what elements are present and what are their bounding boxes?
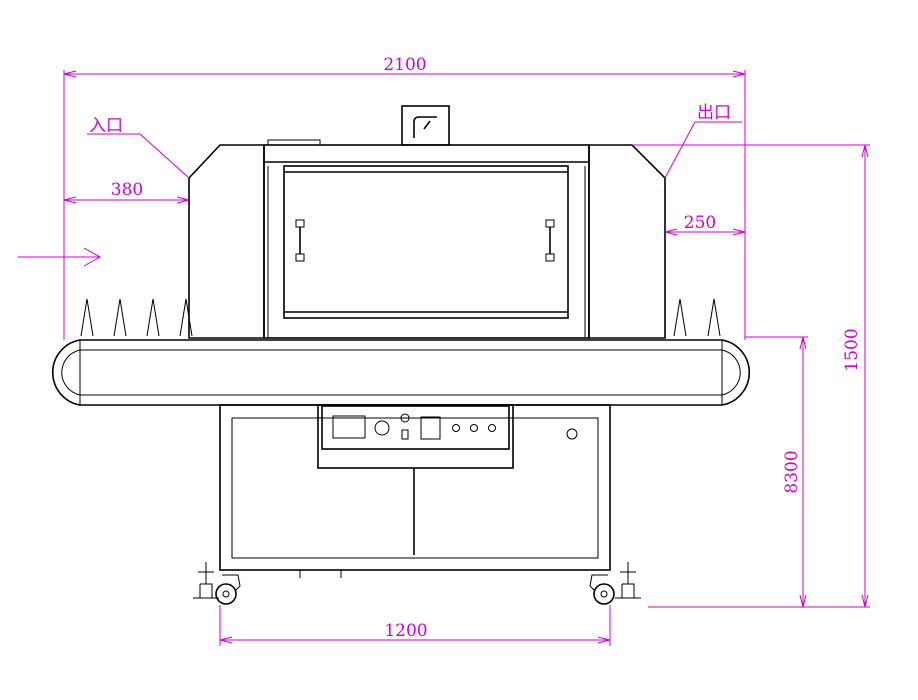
machine-outline xyxy=(51,105,751,605)
power-switch xyxy=(374,420,390,436)
caster-left xyxy=(193,562,241,605)
dim-height-conveyor xyxy=(745,336,808,608)
temperature-display xyxy=(332,415,366,439)
outlet-side-panel xyxy=(588,144,666,339)
chamber-door xyxy=(283,165,569,319)
central-chamber xyxy=(263,144,590,339)
control-knob-3 xyxy=(488,424,496,432)
emergency-button xyxy=(400,413,410,423)
inlet-label: 入口 xyxy=(89,116,123,136)
dim-outlet-offset xyxy=(664,228,746,236)
key-switch xyxy=(401,429,409,440)
overall-width-label: 2100 xyxy=(383,55,426,75)
dim-base-width xyxy=(219,605,611,646)
inlet-leader xyxy=(87,133,190,179)
top-fan-box xyxy=(401,105,450,146)
control-knob-1 xyxy=(452,424,460,432)
control-panel xyxy=(317,404,514,469)
skirt-fringe xyxy=(245,569,585,578)
guide-spikes xyxy=(80,298,721,337)
base-frame xyxy=(219,404,611,571)
base-width-label: 1200 xyxy=(384,621,427,641)
inlet-offset-label: 380 xyxy=(111,180,143,200)
dim-overall-width xyxy=(63,70,746,340)
dim-height-total xyxy=(632,144,870,608)
speed-meter xyxy=(420,416,441,440)
fan-icon xyxy=(413,116,437,138)
top-hinge-plate xyxy=(267,139,321,146)
height-conveyor-label: 8300 xyxy=(782,450,802,493)
outlet-label: 出口 xyxy=(697,103,731,123)
dimension-labels: 2100 380 250 1200 1500 8300 入口 出口 xyxy=(89,55,862,641)
control-knob-2 xyxy=(470,424,478,432)
indicator-lamp xyxy=(566,428,578,440)
caster-right xyxy=(589,562,641,605)
dim-inlet-offset xyxy=(63,196,190,204)
conveyor-belt xyxy=(51,339,751,406)
inlet-arrow xyxy=(18,247,102,267)
door-handle-right xyxy=(545,219,555,262)
height-total-label: 1500 xyxy=(842,328,862,371)
inlet-side-panel xyxy=(188,144,265,339)
outlet-offset-label: 250 xyxy=(684,213,716,233)
outlet-leader xyxy=(664,121,742,179)
door-handle-left xyxy=(295,219,305,262)
dimension-lines xyxy=(18,70,870,646)
